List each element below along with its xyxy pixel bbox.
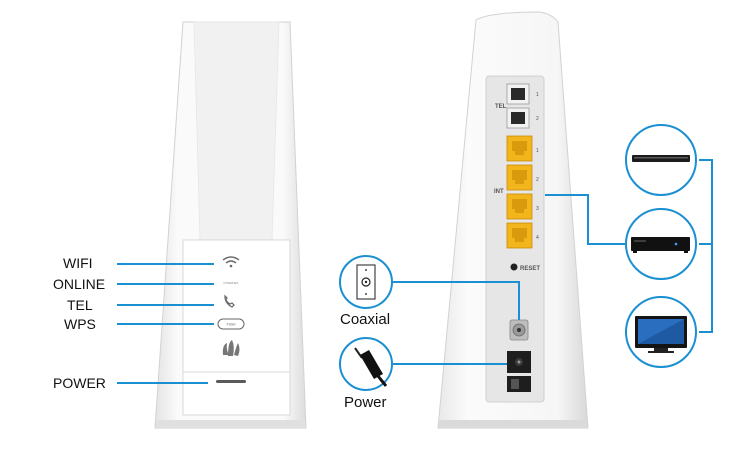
internet-led-text: INTERNET <box>224 281 239 285</box>
port-number: 1 <box>536 148 539 154</box>
power-led <box>216 380 246 383</box>
tv-icon <box>625 296 697 368</box>
online-label: ONLINE <box>53 276 106 292</box>
port-number: 1 <box>536 92 539 98</box>
port-number: 2 <box>536 116 539 122</box>
ethernet-port-4[interactable] <box>506 222 533 249</box>
power-label-front: POWER <box>53 375 106 391</box>
ethernet-port-3[interactable] <box>506 193 533 220</box>
power-plug-callout <box>339 337 393 391</box>
power-callout-label: Power <box>344 394 387 411</box>
tel-label: TEL <box>495 104 507 110</box>
back-leader-lines <box>393 159 713 365</box>
tel-port-2[interactable] <box>506 107 530 129</box>
set-top-box-icon <box>625 208 697 280</box>
tel-port-1[interactable] <box>506 83 530 105</box>
reset-label: RESET <box>520 266 540 272</box>
wps-button[interactable]: PUSH <box>217 318 245 330</box>
wps-label: WPS <box>64 316 96 332</box>
int-label: INT <box>494 189 504 195</box>
phone-icon <box>224 294 235 308</box>
svg-text:PUSH: PUSH <box>227 323 237 327</box>
front-leader-lines <box>117 263 214 384</box>
coaxial-label: Coaxial <box>340 311 391 328</box>
tel-label-front: TEL <box>67 297 93 313</box>
power-switch[interactable] <box>507 376 531 392</box>
port-number: 4 <box>536 235 539 241</box>
power-jack[interactable] <box>507 351 531 373</box>
brand-logo <box>222 340 240 356</box>
ethernet-port-1[interactable] <box>506 135 533 162</box>
wifi-icon <box>222 256 240 268</box>
router-front <box>154 21 307 429</box>
back-panel-text: TEL INT RESET 1 2 1 2 3 4 <box>494 92 540 272</box>
port-number: 3 <box>536 206 539 212</box>
coaxial-callout <box>339 255 393 309</box>
soundbar-icon <box>625 124 697 196</box>
port-number: 2 <box>536 177 539 183</box>
reset-button[interactable] <box>510 263 518 271</box>
wifi-label: WIFI <box>63 255 93 271</box>
coaxial-connector[interactable] <box>509 319 529 341</box>
ethernet-port-2[interactable] <box>506 164 533 191</box>
